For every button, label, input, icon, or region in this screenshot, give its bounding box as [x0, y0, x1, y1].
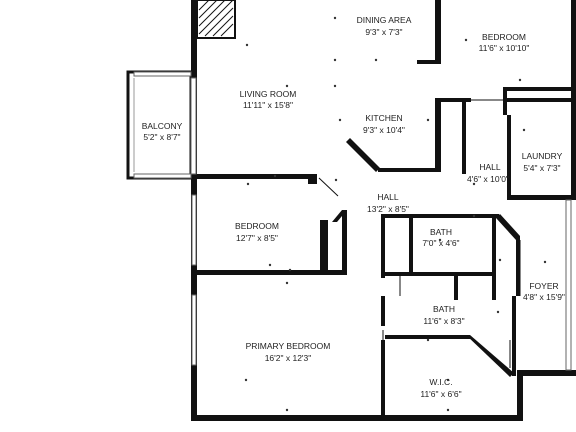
- dim-living: 11'11" x 15'8": [243, 100, 293, 110]
- dim-bath-small: 7'0" x 4'6": [422, 238, 459, 248]
- label-balcony: BALCONY: [142, 121, 183, 131]
- dim-dining: 9'3" x 7'3": [365, 27, 402, 37]
- label-laundry: LAUNDRY: [522, 151, 563, 161]
- dim-primary-bedroom: 16'2" x 12'3": [265, 353, 312, 363]
- label-hall-center: HALL: [377, 192, 399, 202]
- fireplace: [196, 0, 236, 39]
- dim-foyer: 4'8" x 15'9": [523, 292, 565, 302]
- label-bath: BATH: [433, 304, 455, 314]
- dim-hall-center: 13'2" x 8'5": [367, 204, 409, 214]
- dim-kitchen: 9'3" x 10'4": [363, 125, 405, 135]
- balcony: [126, 70, 197, 180]
- label-bedroom-top: BEDROOM: [482, 32, 526, 42]
- label-wic: W.I.C.: [429, 377, 452, 387]
- dim-bedroom-top: 11'6" x 10'10": [479, 43, 530, 53]
- room-labels: DINING AREA 9'3" x 7'3" BEDROOM 11'6" x …: [142, 15, 565, 399]
- detail-lines: [318, 99, 521, 368]
- label-bedroom-mid: BEDROOM: [235, 221, 279, 231]
- window: [191, 294, 197, 366]
- label-foyer: FOYER: [529, 281, 558, 291]
- label-living: LIVING ROOM: [240, 89, 297, 99]
- label-dining: DINING AREA: [357, 15, 412, 25]
- label-hall-right: HALL: [479, 162, 501, 172]
- dim-balcony: 5'2" x 8'7": [143, 132, 180, 142]
- markers: [244, 16, 547, 412]
- label-kitchen: KITCHEN: [365, 113, 402, 123]
- dim-bath: 11'6" x 8'3": [423, 316, 464, 326]
- dim-bedroom-mid: 12'7" x 8'5": [236, 233, 278, 243]
- dim-laundry: 5'4" x 7'3": [523, 163, 560, 173]
- window: [191, 194, 197, 266]
- dim-wic: 11'6" x 6'6": [420, 389, 461, 399]
- window: [565, 199, 572, 371]
- label-primary-bedroom: PRIMARY BEDROOM: [246, 341, 331, 351]
- dim-hall-right: 4'6" x 10'0": [467, 174, 509, 184]
- label-bath-small: BATH: [430, 227, 452, 237]
